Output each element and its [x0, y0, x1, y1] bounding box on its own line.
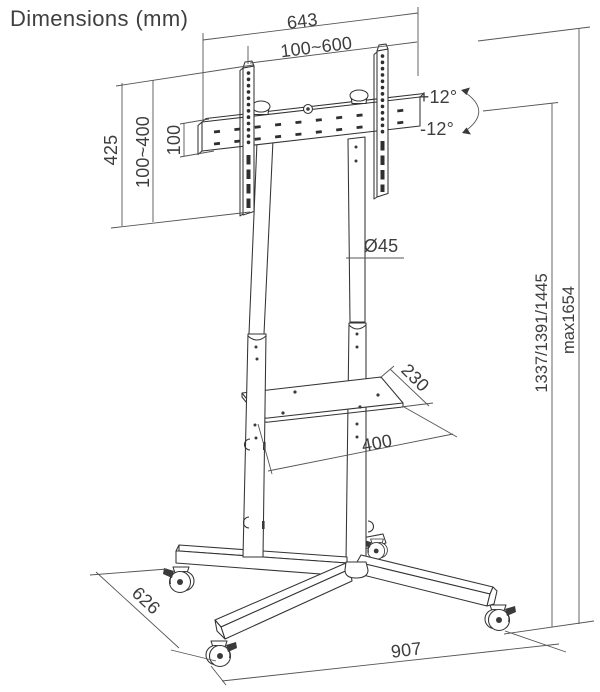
floor-reference-line — [503, 620, 595, 635]
dim-vesa-width-label: 100~600 — [279, 33, 353, 62]
left-bracket-side-face — [239, 67, 244, 217]
tilt-arrow-up — [461, 87, 470, 95]
left-tilt-knob — [251, 100, 271, 113]
base-leg-front-endcap — [214, 619, 226, 640]
page-title: Dimensions (mm) — [10, 6, 189, 31]
dim-pole-diameter-label: Ø45 — [364, 236, 399, 256]
tilt-arrow-down — [462, 127, 471, 135]
cable-hook-upper — [244, 438, 251, 451]
right-pole — [345, 136, 374, 563]
dim-bracket-height-label: 425 — [101, 135, 121, 166]
base-leg-front-side — [220, 568, 353, 640]
right-bracket-side-face — [373, 51, 378, 200]
base-leg-front-top — [214, 562, 351, 628]
dim-max-height-label: max1654 — [560, 286, 578, 354]
base-legs — [175, 544, 498, 640]
dim-tilt-down-label: -12° — [420, 119, 454, 139]
caster-front — [206, 641, 237, 667]
left-pole-lower-tube — [242, 333, 267, 558]
pole-base-flare — [344, 561, 369, 579]
right-pole-joint-seam — [348, 324, 367, 330]
dim-rail-height-label: 100 — [164, 125, 184, 156]
dim-mount-width-label: 643 — [286, 9, 319, 33]
cable-hook-right-pole — [367, 520, 374, 533]
tilt-arc — [462, 90, 480, 133]
left-pole-joint-seam — [247, 335, 267, 341]
base-leg-left-endcap — [175, 544, 180, 552]
caster-right — [485, 605, 516, 631]
shelf-top-face — [241, 376, 404, 419]
tv-mount — [197, 43, 425, 217]
dim-base-depth-label: 626 — [128, 583, 164, 619]
dim-tilt-up-label: +12° — [419, 87, 458, 107]
cable-hook-lower — [243, 516, 250, 529]
right-pole-upper-tube — [347, 136, 366, 323]
dim-base-width-label: 907 — [390, 638, 423, 662]
shelf — [241, 376, 404, 423]
dim-vesa-height-label: 100~400 — [133, 116, 153, 188]
dim-shelf-depth-label: 230 — [397, 360, 433, 396]
rail-left-endcap — [197, 121, 203, 156]
right-tilt-knob — [349, 89, 369, 102]
caster-left — [163, 567, 194, 593]
dim-display-heights-label: 1337/1391/1445 — [533, 273, 551, 392]
